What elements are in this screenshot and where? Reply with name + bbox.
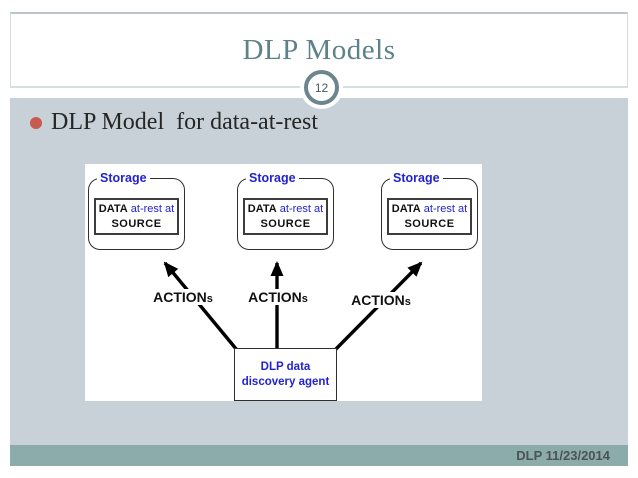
agent-line2: discovery agent (241, 376, 330, 388)
actions-label-3: ACTIONs (348, 292, 414, 308)
slide-content: DLP Model for data-at-rest Storage DATA … (10, 98, 628, 445)
source-word: SOURCE (260, 218, 311, 230)
storage-group-label: Storage (97, 170, 150, 186)
data-at-rest-box: DATA at-rest at SOURCE (243, 198, 328, 235)
bullet-text: DLP Model for data-at-rest (51, 109, 319, 135)
actions-main: ACTION (153, 289, 207, 305)
bullet-icon (30, 116, 42, 129)
actions-suffix: s (301, 293, 308, 305)
at-rest-phrase: at-rest at (423, 203, 468, 215)
data-word: DATA (247, 203, 277, 215)
page-number-badge: 12 (304, 70, 339, 105)
source-word: SOURCE (404, 218, 455, 230)
actions-suffix: s (404, 296, 411, 308)
source-word: SOURCE (111, 218, 162, 230)
actions-label-2: ACTIONs (245, 289, 311, 305)
footer-bar: DLP 11/23/2014 (10, 445, 628, 466)
storage-box-2: Storage DATA at-rest at SOURCE (237, 170, 334, 250)
footer-text: DLP 11/23/2014 (516, 448, 610, 463)
data-at-rest-box: DATA at-rest at SOURCE (387, 198, 472, 235)
at-rest-phrase: at-rest at (279, 203, 324, 215)
actions-main: ACTION (351, 292, 405, 308)
page-number: 12 (314, 80, 329, 95)
agent-line1: DLP data (260, 361, 311, 373)
actions-main: ACTION (248, 289, 302, 305)
storage-box-3: Storage DATA at-rest at SOURCE (381, 170, 478, 250)
at-rest-phrase: at-rest at (130, 203, 175, 215)
storage-group-label: Storage (390, 170, 443, 186)
page-title: DLP Models (242, 34, 396, 66)
diagram-panel: Storage DATA at-rest at SOURCE Storage D… (85, 164, 482, 401)
actions-suffix: s (206, 293, 213, 305)
storage-group-label: Storage (246, 170, 299, 186)
data-word: DATA (391, 203, 421, 215)
data-at-rest-box: DATA at-rest at SOURCE (94, 198, 179, 235)
actions-label-1: ACTIONs (150, 289, 216, 305)
data-word: DATA (98, 203, 128, 215)
bullet-item: DLP Model for data-at-rest (30, 109, 318, 136)
storage-box-1: Storage DATA at-rest at SOURCE (88, 170, 185, 250)
arrow-left (163, 261, 239, 352)
dlp-agent-box: DLP data discovery agent (234, 348, 337, 401)
